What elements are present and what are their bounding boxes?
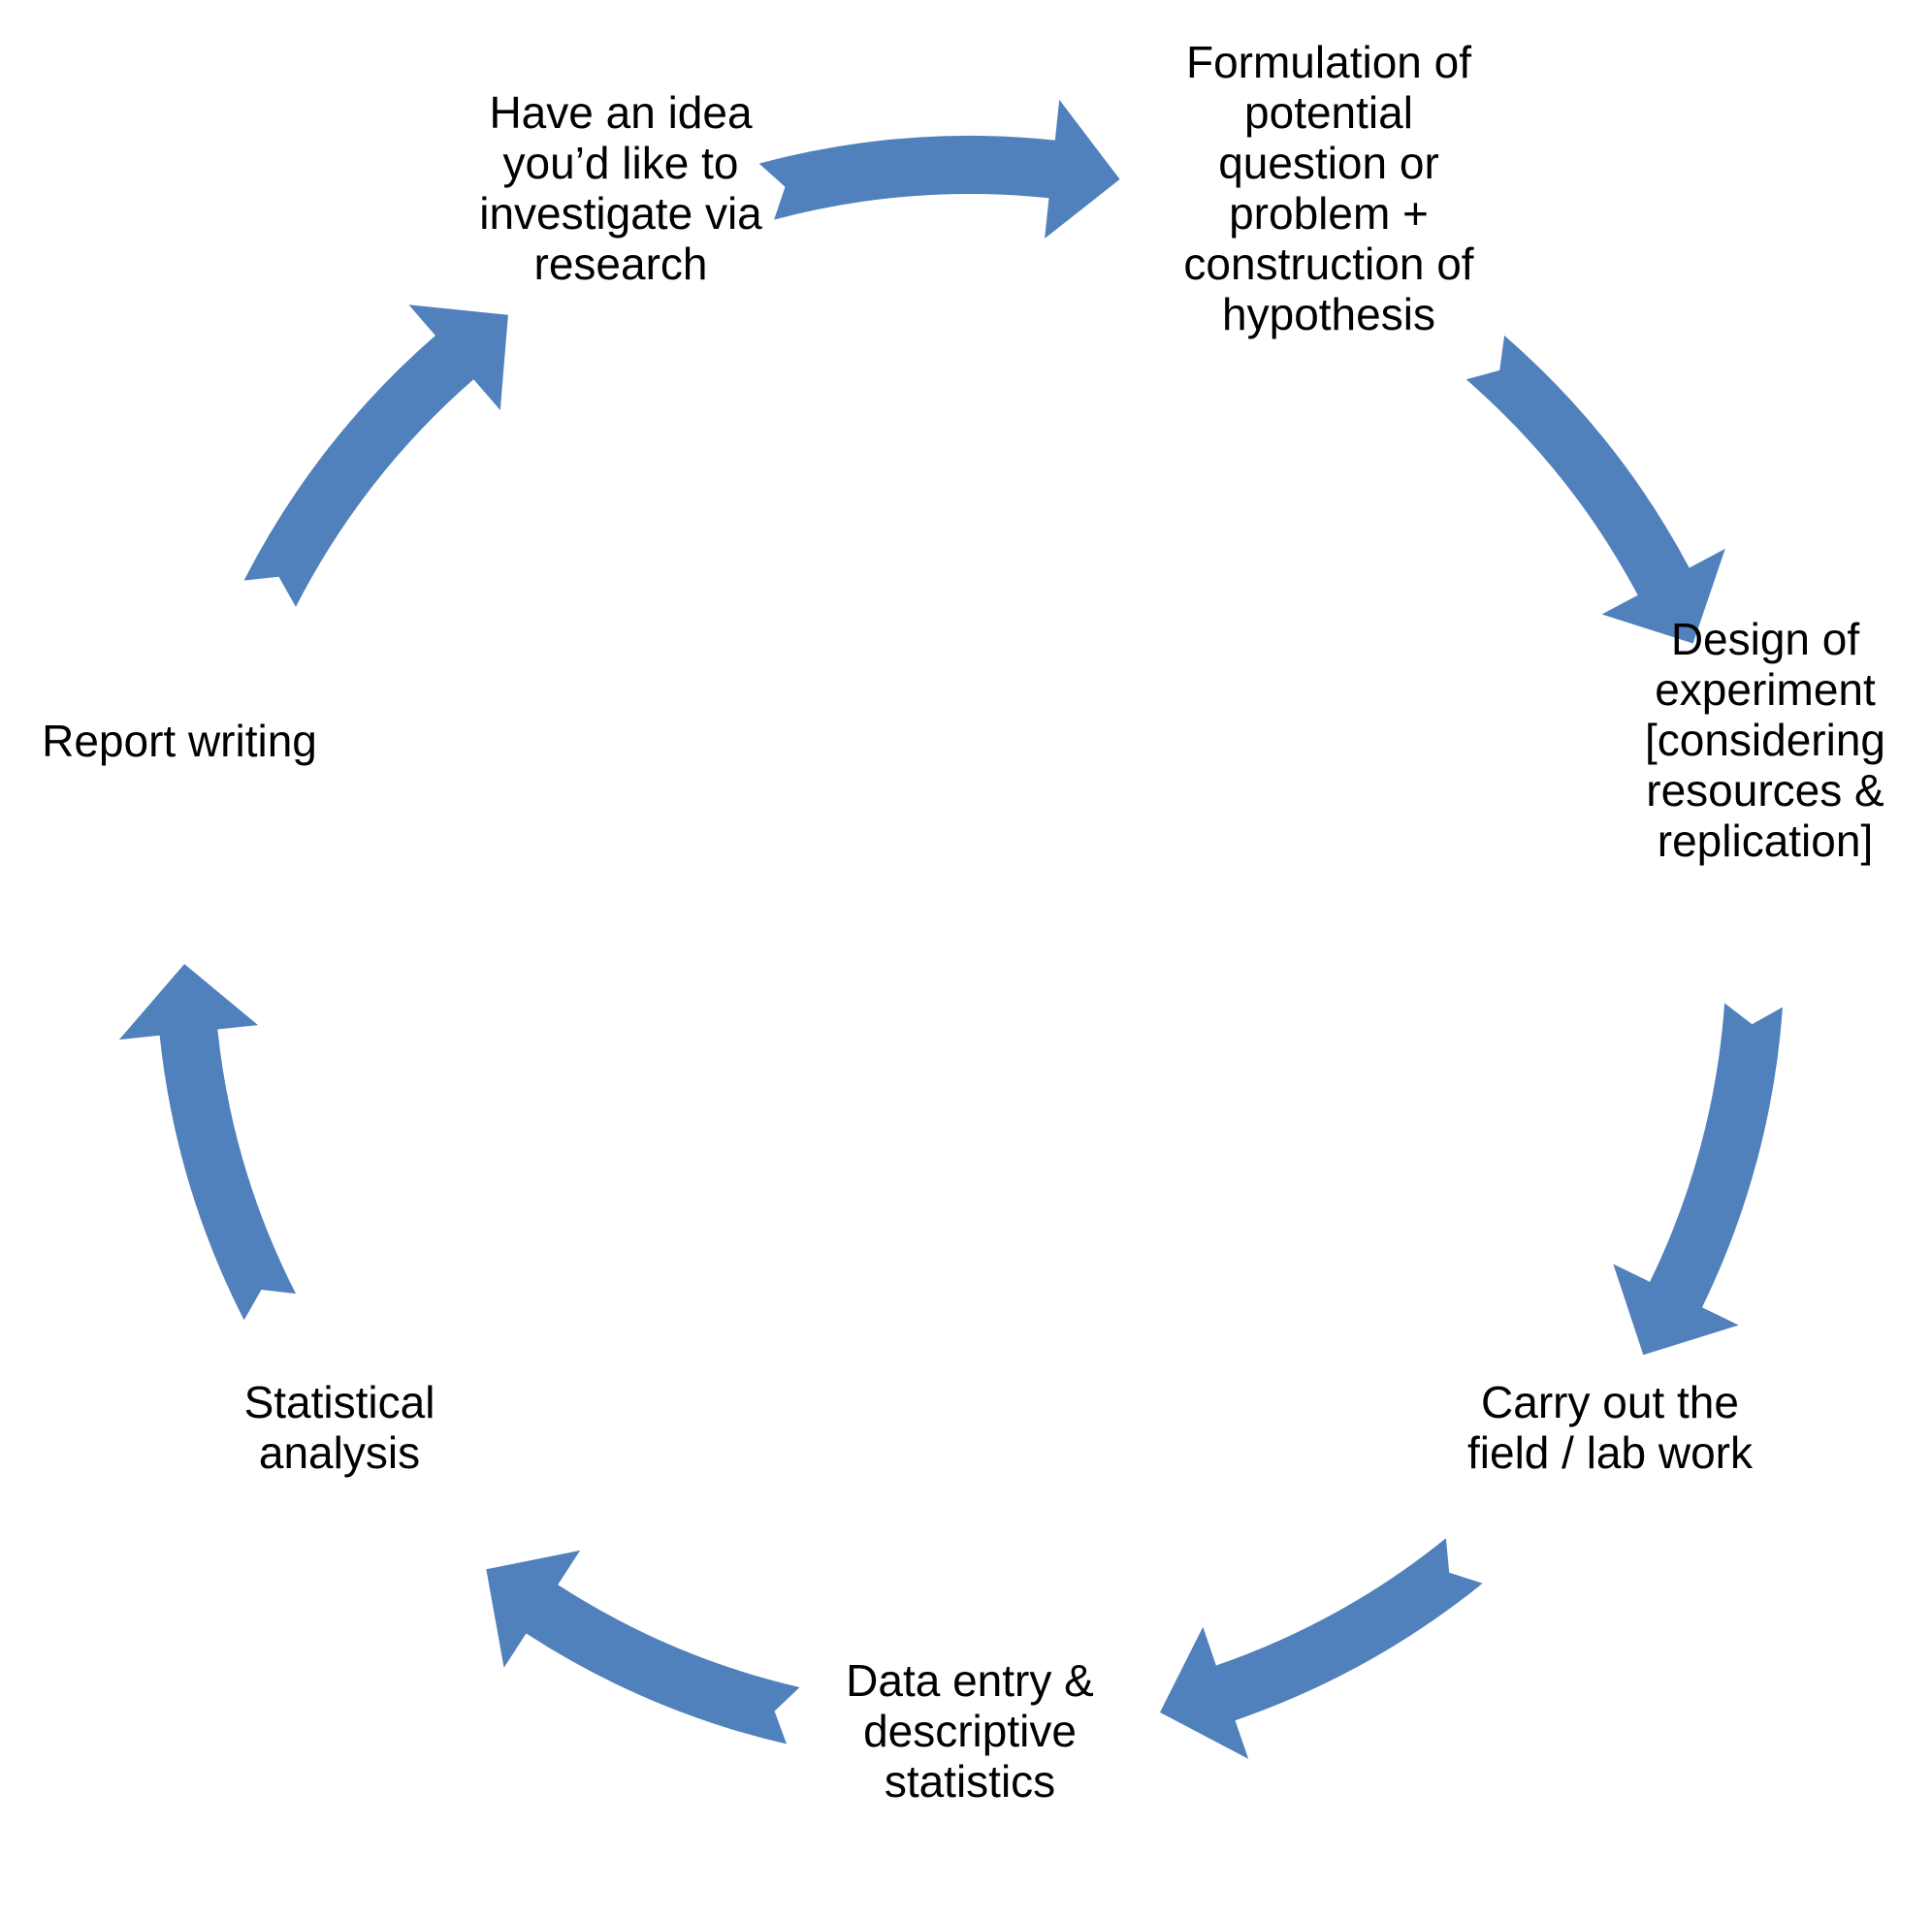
cycle-arrow-3-icon: [1613, 1003, 1783, 1356]
cycle-arrow-4-icon: [1160, 1538, 1483, 1759]
step-report-label: Report writing: [42, 716, 317, 766]
cycle-arrow-2-icon: [1465, 336, 1725, 644]
cycle-arrow-1-icon: [758, 99, 1120, 239]
step-design-label: Design of experiment [considering resour…: [1644, 614, 1886, 866]
step-data-label: Data entry & descriptive statistics: [846, 1655, 1094, 1807]
step-carry-label: Carry out the field / lab work: [1466, 1377, 1753, 1478]
step-stats-label: Statistical analysis: [243, 1377, 435, 1478]
cycle-arrow-6-icon: [118, 964, 296, 1321]
step-idea-label: Have an idea you’d like to investigate v…: [479, 87, 762, 289]
step-formulate-label: Formulation of potential question or pro…: [1183, 37, 1474, 339]
cycle-arrow-5-icon: [486, 1550, 800, 1744]
cycle-arrow-7-icon: [243, 304, 508, 607]
